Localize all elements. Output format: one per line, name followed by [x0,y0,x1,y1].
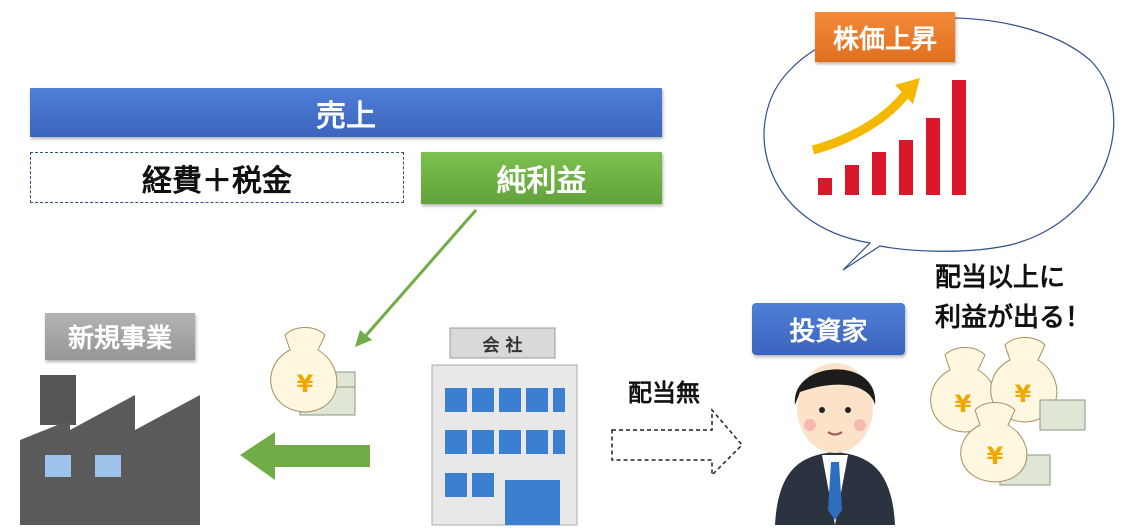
investor-person-icon [775,363,895,525]
stock-rise-label: 株価上昇 [815,12,955,62]
svg-text:¥: ¥ [297,370,314,398]
money-bag-icon: ¥ [270,327,356,416]
company-sign: 会 社 [482,335,523,356]
new-business-label: 新規事業 [45,313,195,360]
company-building-icon [431,327,578,526]
factory-icon [20,375,200,525]
investment-arrow [240,432,370,480]
money-bags-icon: ¥ ¥ ¥ [930,337,1086,486]
net-profit-bar: 純利益 [421,152,662,204]
costs-taxes-box: 経費＋税金 [30,152,404,203]
svg-text:¥: ¥ [1015,380,1032,408]
rising-chart-icon [811,78,966,195]
profit-arrow [355,209,478,347]
benefit-text-line1: 配当以上に [935,263,1066,293]
svg-text:¥: ¥ [987,442,1004,470]
investor-label: 投資家 [752,303,905,355]
sales-bar: 売上 [30,88,662,137]
dividend-arrow [611,407,744,477]
benefit-text-line2: 利益が出る！ [935,303,1092,333]
no-dividend-label: 配当無 [628,379,700,407]
svg-text:¥: ¥ [955,390,972,418]
